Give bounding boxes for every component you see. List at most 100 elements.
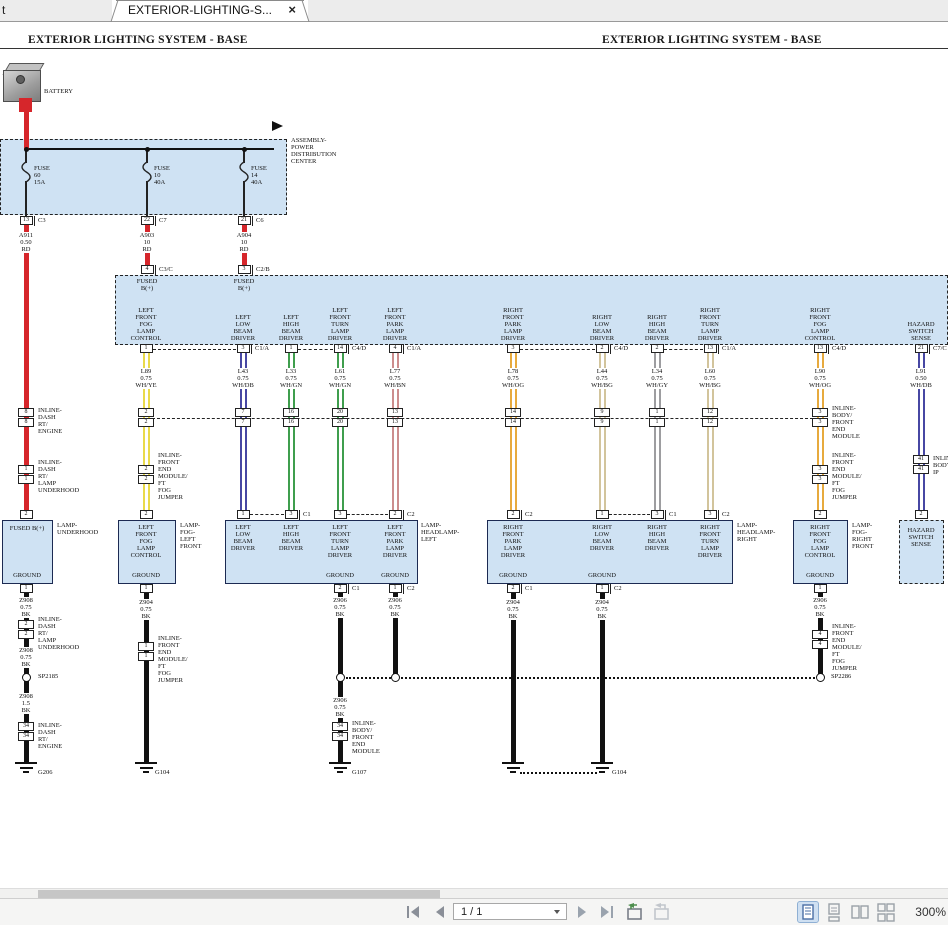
diagram-label: RIGHT FRONT FOG LAMP CONTROL bbox=[804, 307, 836, 342]
splice-icon bbox=[335, 672, 345, 682]
connector-pin: 2 bbox=[333, 584, 347, 593]
ground-icon bbox=[135, 762, 157, 764]
wire-gn bbox=[336, 353, 344, 510]
connector-pin: 13 bbox=[703, 344, 717, 353]
ground-icon bbox=[333, 767, 347, 769]
inline-connector-pin: 1 bbox=[649, 418, 665, 427]
document-page[interactable]: EXTERIOR LIGHTING SYSTEM - BASE EXTERIOR… bbox=[0, 22, 948, 888]
page-number-combobox[interactable]: 1 / 1 bbox=[453, 903, 567, 920]
zoom-level[interactable]: 300% bbox=[915, 905, 946, 919]
last-page-button[interactable] bbox=[596, 903, 616, 921]
wire-pb bbox=[243, 150, 245, 163]
diagram-label: GROUND bbox=[588, 572, 616, 579]
inline-connector-pin: 8 bbox=[18, 408, 34, 417]
connector-id: C4/D bbox=[348, 344, 366, 354]
layout-continuous-button[interactable] bbox=[824, 902, 844, 922]
tab-close-icon[interactable]: × bbox=[288, 2, 296, 17]
rotate-counterclockwise-button[interactable] bbox=[624, 903, 646, 921]
diagram-label: FUSE 60 15A bbox=[34, 165, 50, 186]
connector-id: C3 bbox=[34, 216, 46, 226]
partial-tab[interactable]: t bbox=[2, 3, 6, 17]
inline-connector-pin: 4 bbox=[812, 630, 828, 639]
tab-edge-left bbox=[110, 0, 119, 22]
wire-link-line bbox=[520, 772, 597, 774]
connector-pin: 2 bbox=[19, 510, 33, 519]
diagram-label: A903 10 RD bbox=[138, 232, 156, 253]
diagram-label: FUSE 10 40A bbox=[154, 165, 170, 186]
diagram-label: LAMP- FOG- RIGHT FRONT bbox=[852, 522, 874, 550]
previous-page-button[interactable] bbox=[430, 903, 450, 921]
wire-gy bbox=[653, 353, 661, 510]
inline-connector-pin: 2 bbox=[138, 418, 154, 427]
inline-connector-pin: 20 bbox=[332, 418, 348, 427]
wire-pb bbox=[25, 150, 27, 163]
wire-bg bbox=[598, 353, 606, 510]
diagram-label: LEFT HIGH BEAM DRIVER bbox=[278, 314, 304, 342]
diagram-label: GROUND bbox=[381, 572, 409, 579]
inline-connector-pin: 14 bbox=[505, 408, 521, 417]
layout-two-page-continuous-button[interactable] bbox=[876, 902, 896, 922]
diagram-label: A911 0.50 RD bbox=[17, 232, 35, 253]
wire-link-line bbox=[520, 349, 595, 350]
junction-dot bbox=[23, 146, 29, 152]
inline-connector-pin: 2 bbox=[18, 630, 34, 639]
diagram-label: HAZARD SWITCH SENSE bbox=[907, 527, 935, 548]
connector-pin: 13 bbox=[813, 344, 827, 353]
connector-id: C4/D bbox=[610, 344, 628, 354]
inline-connector-pin: 1 bbox=[138, 652, 154, 661]
inline-connector-label: INLINE- FRONT END MODULE/ FT FOG JUMPER bbox=[832, 452, 862, 501]
layout-single-page-button[interactable] bbox=[797, 901, 819, 923]
inline-connector-pin: 3 bbox=[812, 418, 828, 427]
inline-connector-label: INLINE- BODY/ FRONT END MODULE bbox=[832, 405, 860, 440]
next-page-button[interactable] bbox=[572, 903, 592, 921]
inline-connector-pin: 2 bbox=[138, 475, 154, 484]
layout-two-page-button[interactable] bbox=[850, 902, 870, 922]
wire-pb bbox=[243, 181, 245, 216]
junction-dot bbox=[144, 146, 150, 152]
connector-id: C2/B bbox=[252, 265, 270, 275]
diagram-label: LEFT FRONT PARK LAMP DRIVER bbox=[382, 524, 408, 559]
wire-rd bbox=[23, 110, 29, 150]
inline-connector-pin: 16 bbox=[283, 418, 299, 427]
connector-id: C2 bbox=[610, 584, 622, 594]
horizontal-scrollbar[interactable] bbox=[0, 888, 948, 899]
ground-icon bbox=[510, 771, 516, 773]
inline-connector-pin: 9 bbox=[594, 408, 610, 417]
diagram-label: Z904 0.75 BK bbox=[505, 599, 521, 620]
rotate-clockwise-button[interactable] bbox=[650, 903, 672, 921]
inline-connector-label: INLINE- FRONT END MODULE/ FT FOG JUMPER bbox=[158, 635, 188, 684]
connector-pin: 14 bbox=[333, 344, 347, 353]
diagram-label: FUSE 14 40A bbox=[251, 165, 267, 186]
diagram-label: GROUND bbox=[806, 572, 834, 579]
diagram-label: Z904 0.75 BK bbox=[138, 599, 154, 620]
first-page-button[interactable] bbox=[404, 903, 424, 921]
diagram-label: G104 bbox=[612, 769, 627, 776]
module-box bbox=[0, 139, 287, 215]
module-box bbox=[225, 520, 418, 584]
inline-connector-pin: 1 bbox=[649, 408, 665, 417]
wire-link-line bbox=[152, 418, 813, 419]
inline-connector-label: INLINE- DASH RT/ LAMP UNDERHOOD bbox=[38, 459, 80, 494]
tab-exterior-lighting[interactable]: EXTERIOR-LIGHTING-S... × bbox=[110, 0, 310, 22]
wire-link-line bbox=[609, 514, 650, 515]
diagram-label: LEFT FRONT FOG LAMP CONTROL bbox=[130, 307, 162, 342]
connector-pin: 3 bbox=[650, 510, 664, 519]
ground-icon bbox=[502, 762, 524, 764]
ground-icon bbox=[15, 762, 37, 764]
module-box bbox=[2, 520, 53, 584]
ground-icon bbox=[337, 771, 343, 773]
connector-id: C1/A bbox=[403, 344, 421, 354]
wire-bg bbox=[706, 353, 714, 510]
diagram-label: SP2286 bbox=[830, 673, 853, 680]
diagram-label: RIGHT FRONT PARK LAMP DRIVER bbox=[500, 307, 526, 342]
wire-pb bbox=[25, 181, 27, 216]
inline-connector-pin: 34 bbox=[18, 732, 34, 741]
wire-bk bbox=[599, 593, 605, 762]
diagram-label: RIGHT LOW BEAM DRIVER bbox=[589, 314, 615, 342]
junction-dot bbox=[241, 146, 247, 152]
diagram-label: Z906 0.75 BK bbox=[332, 697, 348, 718]
module-box bbox=[487, 520, 733, 584]
wire-pb bbox=[146, 150, 148, 163]
scrollbar-thumb[interactable] bbox=[38, 890, 440, 898]
wire-bn bbox=[391, 353, 399, 510]
